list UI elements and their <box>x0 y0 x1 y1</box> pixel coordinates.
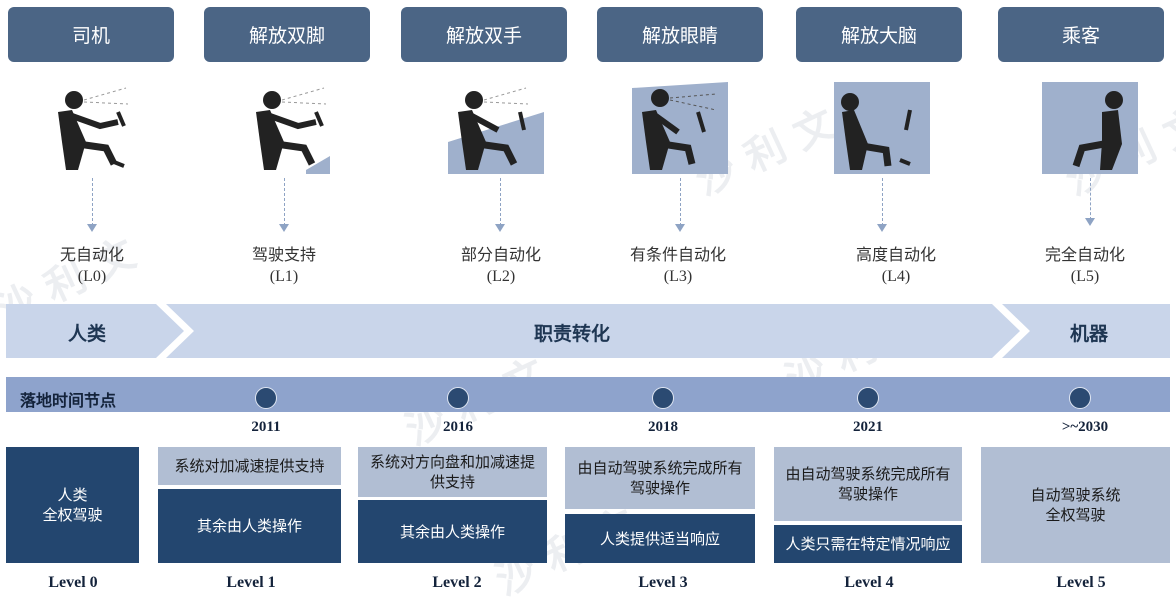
level3-human-box: 人类提供适当响应 <box>565 514 755 563</box>
band-machine: 机器 <box>1070 323 1109 345</box>
level-name: Level 4 <box>844 574 894 591</box>
stage-header-feet-free: 解放双脚 <box>204 7 370 62</box>
level-label-l1: 驾驶支持(L1) <box>251 245 316 285</box>
level-label-l3: 有条件自动化(L3) <box>629 245 726 285</box>
timeline-node <box>652 387 674 409</box>
level-name: Level 3 <box>638 574 688 591</box>
timeline-label: 落地时间节点 <box>20 391 117 410</box>
driver-seat-icon <box>58 87 140 170</box>
driver-seat-icon <box>256 87 330 174</box>
level-name: Level 2 <box>432 574 482 591</box>
level-name: Level 1 <box>226 574 276 591</box>
driver-seat-icon <box>448 87 544 174</box>
arrow-down-icon <box>495 224 505 232</box>
band-transition: 职责转化 <box>534 323 611 345</box>
band-human: 人类 <box>68 323 107 345</box>
level1-system-box: 系统对加减速提供支持 <box>158 447 341 485</box>
timeline-bar <box>6 377 1170 412</box>
arrow-down-icon <box>1085 218 1095 226</box>
level-label-l4: 高度自动化(L4) <box>855 245 936 285</box>
stage-header-hands-free: 解放双手 <box>401 7 567 62</box>
timeline-node <box>255 387 277 409</box>
level-label-l2: 部分自动化(L2) <box>460 245 541 285</box>
stage-header-passenger: 乘客 <box>998 7 1164 62</box>
passenger-seat-icon <box>1042 82 1138 174</box>
level3-system-box: 由自动驾驶系统完成所有驾驶操作 <box>565 447 755 509</box>
level1-human-box: 其余由人类操作 <box>158 489 341 563</box>
level-name: Level 0 <box>48 574 98 591</box>
level4-system-box: 由自动驾驶系统完成所有驾驶操作 <box>774 447 962 521</box>
stage-header-driver: 司机 <box>8 7 174 62</box>
arrow-down-icon <box>877 224 887 232</box>
stage-header-eyes-free: 解放眼睛 <box>597 7 763 62</box>
arrow-down-icon <box>279 224 289 232</box>
driver-seat-icon <box>632 82 728 174</box>
level0-box: 人类 全权驾驶 <box>6 447 139 563</box>
level2-system-box: 系统对方向盘和加减速提供支持 <box>358 447 547 497</box>
responsibility-band <box>6 304 1170 358</box>
arrow-down-icon <box>675 224 685 232</box>
timeline-year: 2016 <box>443 419 473 435</box>
arrow-down-icon <box>87 224 97 232</box>
level-label-l0: 无自动化(L0) <box>59 245 124 285</box>
level4-human-box: 人类只需在特定情况响应 <box>774 525 962 563</box>
timeline-node <box>1069 387 1091 409</box>
level5-box: 自动驾驶系统 全权驾驶 <box>981 447 1170 563</box>
stage-header-brain-free: 解放大脑 <box>796 7 962 62</box>
timeline-year: 2021 <box>853 419 883 435</box>
timeline-node <box>857 387 879 409</box>
driver-seat-icon <box>834 82 930 174</box>
level-label-l5: 完全自动化(L5) <box>1044 245 1125 285</box>
level2-human-box: 其余由人类操作 <box>358 500 547 563</box>
timeline-year: 2011 <box>251 419 281 435</box>
level-name: Level 5 <box>1056 574 1106 591</box>
timeline-year: 2018 <box>648 419 678 435</box>
timeline-node <box>447 387 469 409</box>
timeline-year: >~2030 <box>1061 419 1109 435</box>
